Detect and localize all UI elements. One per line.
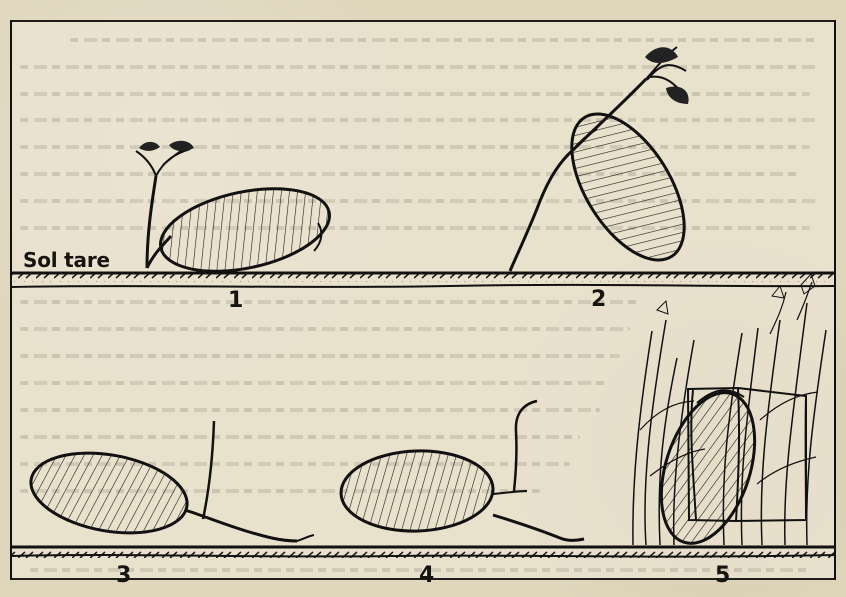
figure-number-1: 1 <box>228 288 243 313</box>
figure-number-4: 4 <box>419 563 434 588</box>
figure-number-2: 2 <box>591 287 606 312</box>
acorn-1-icon <box>136 141 337 285</box>
acorn-4-icon <box>340 401 584 540</box>
figure-number-5: 5 <box>715 563 730 588</box>
soil-label: Sol tare <box>23 248 110 272</box>
lower-soil-line <box>12 547 836 558</box>
figure-number-3: 3 <box>116 563 131 588</box>
acorn-3-icon <box>25 421 314 544</box>
acorn-2-icon <box>510 47 707 279</box>
acorn-5-icon <box>633 274 826 555</box>
upper-soil-line <box>12 273 836 287</box>
